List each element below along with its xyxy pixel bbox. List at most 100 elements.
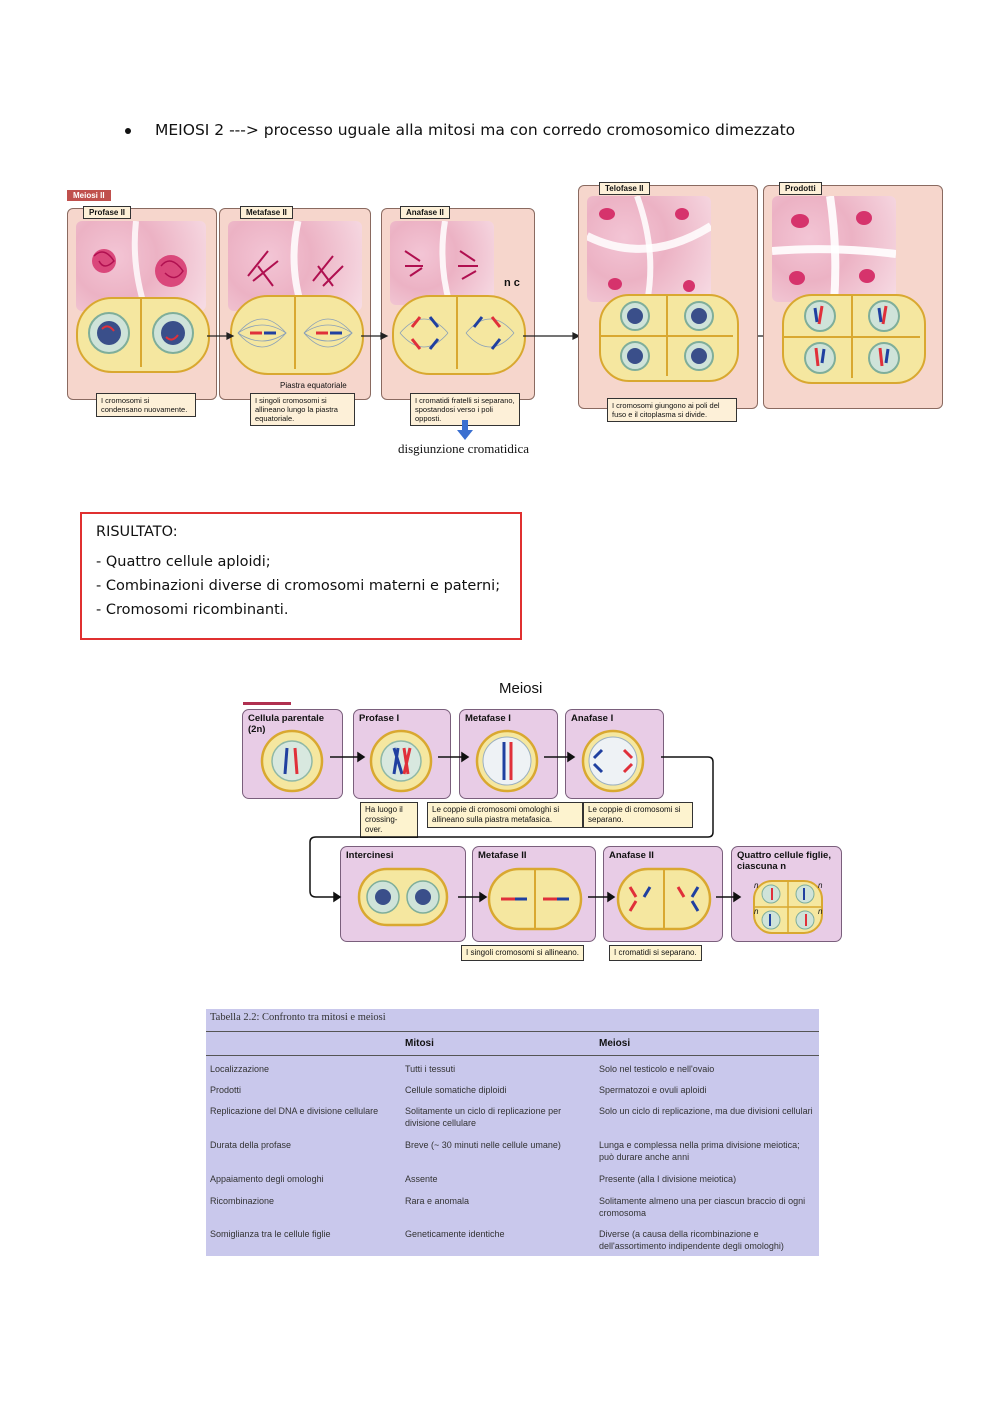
panel-prodotti: Prodotti (763, 182, 943, 409)
n-label: n (818, 907, 823, 916)
four-cell (599, 294, 739, 382)
disgiunzione-label: disgiunzione cromatidica (398, 441, 530, 456)
stage-note: Le coppie di cromosomi si separano. (583, 802, 693, 828)
micrograph (76, 221, 206, 311)
panel-cellula-parentale: Cellula parentale (2n) (242, 709, 343, 799)
stage-note: I singoli cromosomi si allineano lungo l… (250, 393, 355, 426)
table-cell: Somiglianza tra le cellule figlie (210, 1229, 331, 1239)
stage-note: Ha luogo il crossing-over. (360, 802, 418, 838)
n-label: n (754, 907, 759, 916)
dividing-cell (76, 297, 210, 373)
panel-label: Quattro cellule figlie, ciascuna n (737, 850, 831, 872)
panel-label: Anafase I (571, 713, 614, 724)
risultato-box: RISULTATO: - Quattro cellule aploidi; - … (80, 512, 522, 640)
panel-quattro-cellule: Quattro cellule figlie, ciascuna n n n n… (731, 846, 842, 942)
header-mitosi: Mitosi (405, 1038, 434, 1049)
risultato-line: - Combinazioni diverse di cromosomi mate… (96, 578, 501, 594)
table-cell: Localizzazione (210, 1064, 270, 1074)
n-label: n (818, 881, 823, 890)
dividing-cell (230, 295, 364, 375)
stage-note: I cromatidi si separano. (609, 945, 702, 961)
table-cell: Spermatozoi e ovuli aploidi (599, 1085, 707, 1095)
stage-note: I cromosomi giungono ai poli del fuso e … (607, 398, 737, 422)
meiosi-title: Meiosi (499, 680, 543, 697)
stage-note: Le coppie di cromosomi omologhi si allin… (427, 802, 583, 828)
panel-intercinesi: Intercinesi (340, 846, 466, 942)
panel-label: Anafase II (609, 850, 654, 861)
down-arrow-icon (457, 420, 473, 445)
cell-diagram (357, 867, 449, 927)
cell-diagram (616, 867, 712, 931)
title-accent (243, 702, 291, 705)
stage-label: Anafase II (400, 206, 450, 219)
micrograph (772, 196, 896, 302)
four-cell (782, 294, 926, 384)
cell-diagram (581, 729, 645, 793)
table-cell: Tutti i tessuti (405, 1064, 456, 1074)
cell-diagram (475, 729, 539, 793)
table-cell: Solitamente almeno una per ciascun bracc… (599, 1196, 806, 1218)
bullet-item: MEIOSI 2 ---> processo uguale alla mitos… (125, 121, 795, 139)
panel-label: Metafase II (478, 850, 527, 861)
panel-anafase-i: Anafase I (565, 709, 664, 799)
risultato-line: - Cromosomi ricombinanti. (96, 602, 289, 618)
table-caption: Tabella 2.2: Confronto tra mitosi e meio… (210, 1012, 386, 1023)
cell-diagram (260, 729, 324, 793)
table-cell: Presente (alla I divisione meiotica) (599, 1174, 737, 1184)
table-cell: Replicazione del DNA e divisione cellula… (210, 1106, 379, 1116)
risultato-line: - Quattro cellule aploidi; (96, 554, 271, 570)
table-cell: Assente (405, 1174, 438, 1184)
comparison-table: Tabella 2.2: Confronto tra mitosi e meio… (206, 1009, 819, 1256)
stage-note: I singoli cromosomi si allineano. (461, 945, 584, 961)
panel-metafase-ii: Metafase II (472, 846, 596, 942)
flow-arrows (309, 751, 742, 903)
panel-telofase-ii: Telofase II I cromosomi giungono ai poli… (578, 182, 758, 422)
table-cell: Lunga e complessa nella prima divisione … (599, 1140, 800, 1162)
piastra-label: Piastra equatoriale (280, 381, 347, 390)
nc-label: n c (504, 277, 520, 289)
panel-label: Cellula parentale (2n) (248, 713, 325, 735)
meiosi-figure: Meiosi Cellula parentale (2n) Profase I … (240, 680, 845, 965)
four-cell-diagram (753, 880, 823, 934)
n-label: n (754, 881, 759, 890)
meiosi2-figure: Meiosi II Profase II I cromosomi si cond… (65, 182, 945, 458)
table-cell: Appaiamento degli omologhi (210, 1174, 324, 1184)
micrograph (228, 221, 362, 311)
table-cell: Solo un ciclo di replicazione, ma due di… (599, 1106, 813, 1116)
table-cell: Solo nel testicolo e nell'ovaio (599, 1064, 715, 1074)
table-cell: Ricombinazione (210, 1196, 275, 1206)
table-cell: Solitamente un ciclo di replicazione per… (405, 1106, 562, 1128)
table-cell: Prodotti (210, 1085, 242, 1095)
table-rule (206, 1055, 819, 1056)
table-cell: Cellule somatiche diploidi (405, 1085, 507, 1095)
risultato-title: RISULTATO: (96, 524, 178, 540)
table-cell: Diverse (a causa della ricombinazione e … (599, 1229, 784, 1251)
bullet-dot (125, 127, 131, 134)
table-cell: Rara e anomala (405, 1196, 470, 1206)
bullet-text: MEIOSI 2 ---> processo uguale alla mitos… (155, 121, 796, 139)
table-cell: Breve (~ 30 minuti nelle cellule umane) (405, 1140, 561, 1150)
cell-diagram (487, 867, 583, 931)
panel-label: Metafase I (465, 713, 511, 724)
stage-label: Prodotti (779, 182, 822, 195)
header-meiosi: Meiosi (599, 1038, 631, 1049)
cell-diagram (369, 729, 433, 793)
stage-label: Telofase II (599, 182, 650, 195)
table-cell: Geneticamente identiche (405, 1229, 505, 1239)
panel-metafase-i: Metafase I (459, 709, 558, 799)
panel-label: Profase I (359, 713, 400, 724)
stage-note: I cromosomi si condensano nuovamente. (96, 393, 196, 417)
table-cell: Durata della profase (210, 1140, 292, 1150)
panel-label: Intercinesi (346, 850, 394, 861)
panel-profase-ii: Profase II I cromosomi si condensano nuo… (67, 206, 217, 417)
panel-anafase-ii: Anafase II (603, 846, 723, 942)
stage-label: Profase II (83, 206, 132, 219)
panel-anafase-ii: Anafase II n c I cromatidi fratelli si s… (381, 206, 535, 426)
table-rule (206, 1031, 819, 1032)
panel-profase-i: Profase I (353, 709, 451, 799)
meiosi2-tag: Meiosi II (67, 190, 111, 201)
micrograph (587, 196, 711, 302)
panel-metafase-ii: Metafase II Piastra equatoriale I singol… (219, 206, 371, 426)
stage-label: Metafase II (240, 206, 293, 219)
dividing-cell (392, 295, 526, 375)
